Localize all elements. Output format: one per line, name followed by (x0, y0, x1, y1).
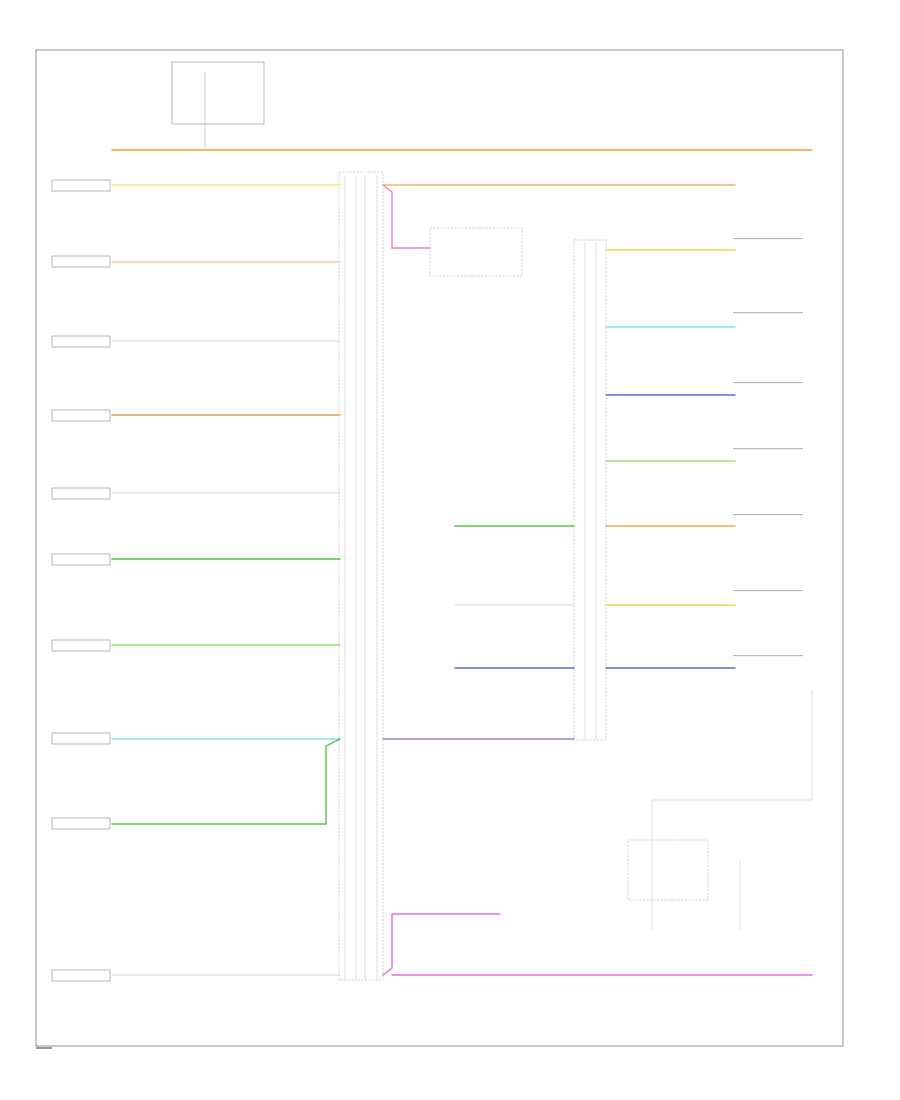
relay-box (429, 227, 523, 277)
right-wires (382, 184, 813, 976)
right-connectors (733, 238, 803, 657)
splice-pack-right (573, 239, 607, 741)
left-wires (111, 184, 341, 976)
left-modules (51, 179, 111, 982)
splice-pack-left (338, 171, 384, 981)
diagram-frame (35, 49, 844, 1047)
fuse-block (171, 61, 265, 125)
footer-mark (36, 1047, 52, 1049)
lower-right-relay (627, 690, 813, 930)
